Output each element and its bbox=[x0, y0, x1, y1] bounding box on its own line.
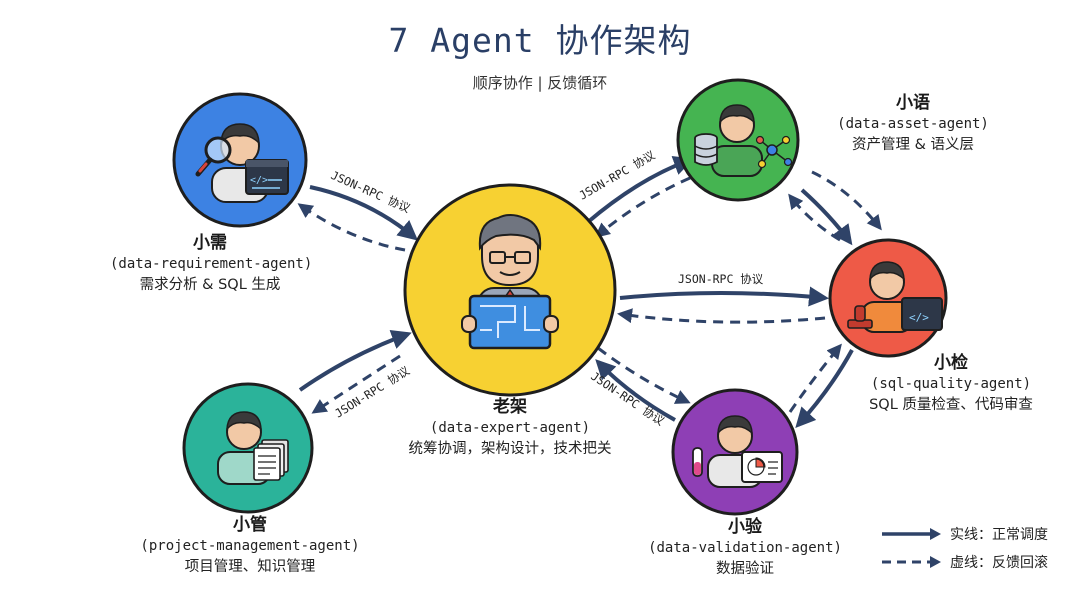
node-project-management bbox=[182, 382, 314, 514]
agent-label-quality: 小检 (sql-quality-agent) SQL 质量检查、代码审查 bbox=[842, 352, 1060, 416]
magnifier-icon bbox=[195, 136, 232, 177]
agent-name: 老架 bbox=[493, 397, 527, 417]
dashed-arrow bbox=[788, 343, 842, 413]
dashed-arrow bbox=[594, 176, 691, 238]
agent-name: 小检 bbox=[934, 353, 968, 373]
agent-label-requirement: 小需 (data-requirement-agent) 需求分析 & SQL 生… bbox=[110, 232, 313, 296]
legend-dashed-label: 虚线：反馈回滚 bbox=[950, 555, 1048, 571]
agent-description: 项目管理、知识管理 bbox=[184, 559, 316, 575]
test-tube-icon bbox=[692, 447, 703, 477]
agent-name: 小语 bbox=[896, 93, 930, 113]
dashed-arrow bbox=[297, 203, 406, 252]
code-window-icon: </> bbox=[901, 297, 943, 331]
database-icon bbox=[694, 133, 718, 166]
legend-solid-label: 实线：正常调度 bbox=[950, 527, 1048, 543]
solid-arrow bbox=[298, 330, 412, 392]
protocol-label: JSON-RPC 协议 bbox=[577, 148, 658, 203]
link-center-asset: JSON-RPC 协议 bbox=[577, 148, 694, 238]
stamp-icon bbox=[847, 305, 873, 329]
agent-label-pm: 小管 (project-management-agent) 项目管理、知识管理 bbox=[135, 514, 365, 578]
node-requirement: </> bbox=[172, 92, 308, 228]
dashed-arrow bbox=[788, 193, 841, 242]
link-req-center: JSON-RPC 协议 bbox=[297, 168, 419, 252]
person-icon bbox=[711, 104, 763, 177]
report-chart-icon bbox=[741, 451, 783, 483]
blueprint-icon bbox=[461, 294, 559, 350]
diagram-subtitle: 顺序协作 | 反馈循环 bbox=[472, 74, 608, 92]
svg-text:</>: </> bbox=[250, 175, 268, 186]
agent-id: (project-management-agent) bbox=[140, 538, 360, 554]
legend-solid: 实线：正常调度 bbox=[880, 520, 1048, 548]
dashed-arrow bbox=[311, 354, 401, 414]
agent-name: 小管 bbox=[233, 515, 267, 535]
network-graph-icon bbox=[755, 135, 793, 169]
agent-id: (data-asset-agent) bbox=[837, 116, 989, 132]
agent-id: (data-expert-agent) bbox=[429, 420, 591, 436]
agent-description: 需求分析 & SQL 生成 bbox=[139, 277, 281, 293]
node-validation bbox=[671, 388, 799, 516]
agent-description: 数据验证 bbox=[716, 561, 774, 577]
solid-arrow bbox=[595, 359, 676, 422]
dashed-arrow bbox=[597, 346, 691, 404]
link-center-quality: JSON-RPC 协议 bbox=[617, 272, 829, 324]
solid-arrow bbox=[309, 185, 419, 241]
agent-description: SQL 质量检查、代码审查 bbox=[869, 397, 1033, 413]
protocol-label: JSON-RPC 协议 bbox=[678, 272, 764, 286]
svg-text:</>: </> bbox=[909, 311, 929, 324]
diagram-title: 7 Agent 协作架构 bbox=[388, 21, 692, 60]
agent-name: 小验 bbox=[728, 517, 762, 537]
agent-id: (data-validation-agent) bbox=[648, 540, 842, 556]
node-center bbox=[403, 183, 617, 397]
solid-arrow bbox=[619, 286, 829, 307]
dashed-arrow-icon bbox=[882, 556, 941, 568]
agent-label-center: 老架 (data-expert-agent) 统筹协调，架构设计，技术把关 bbox=[390, 396, 630, 460]
solid-arrow bbox=[795, 349, 854, 428]
legend-dashed: 虚线：反馈回滚 bbox=[880, 548, 1048, 576]
agent-name: 小需 bbox=[193, 233, 227, 253]
agent-id: (sql-quality-agent) bbox=[870, 376, 1032, 392]
solid-arrow bbox=[800, 188, 853, 246]
dashed-arrow bbox=[617, 308, 826, 324]
agent-label-validation: 小验 (data-validation-agent) 数据验证 bbox=[640, 516, 850, 580]
code-window-icon: </> bbox=[245, 159, 289, 195]
legend: 实线：正常调度 虚线：反馈回滚 bbox=[880, 520, 1048, 576]
link-asset-quality bbox=[788, 170, 882, 246]
agent-description: 资产管理 & 语义层 bbox=[851, 137, 975, 153]
documents-icon bbox=[253, 439, 289, 481]
agent-description: 统筹协调，架构设计，技术把关 bbox=[408, 441, 612, 457]
dashed-arrow bbox=[811, 170, 882, 231]
node-quality: </> bbox=[828, 238, 948, 358]
link-quality-validate bbox=[788, 343, 854, 428]
agent-id: (data-requirement-agent) bbox=[110, 256, 313, 272]
agent-label-asset: 小语 (data-asset-agent) 资产管理 & 语义层 bbox=[808, 92, 1018, 156]
node-asset bbox=[676, 78, 800, 202]
solid-arrow-icon bbox=[882, 528, 941, 540]
solid-arrow bbox=[586, 156, 694, 224]
